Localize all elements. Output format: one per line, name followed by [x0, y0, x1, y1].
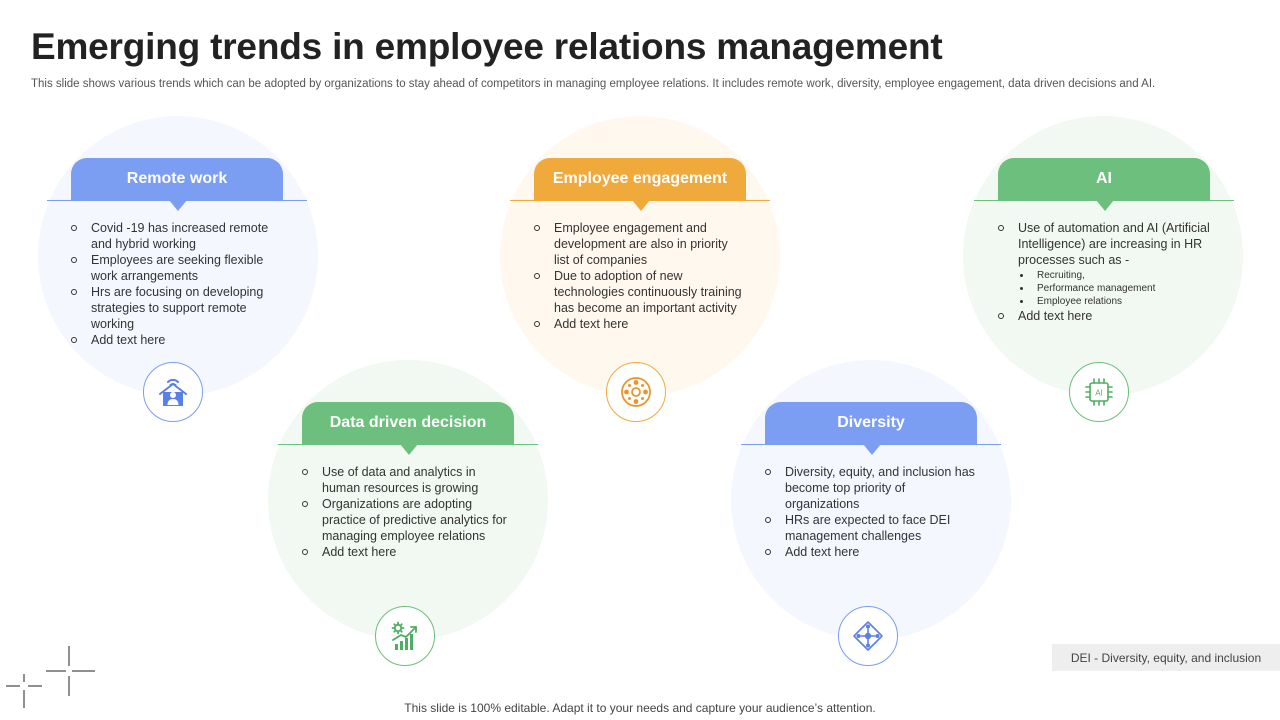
ai-chip-label: AI	[1095, 389, 1103, 398]
list-item: HRs are expected to face DEI management …	[765, 512, 977, 544]
header-divider	[974, 200, 1234, 201]
list-item: Covid -19 has increased remote and hybri…	[71, 220, 283, 252]
list-item: Add text here	[71, 332, 283, 348]
remote-work-bullets: Covid -19 has increased remote and hybri…	[71, 220, 283, 348]
crosshair-marks-icon	[6, 646, 95, 708]
remote-work-title: Remote work	[126, 170, 228, 187]
footer-text: This slide is 100% editable. Adapt it to…	[404, 701, 876, 715]
list-item-text: Use of automation and AI (Artificial Int…	[1018, 221, 1210, 267]
ai-bullets: Use of automation and AI (Artificial Int…	[998, 220, 1210, 324]
list-item: Add text here	[302, 544, 514, 560]
header-divider	[510, 200, 770, 201]
data-driven-decision-bullets: Use of data and analytics in human resou…	[302, 464, 514, 560]
header-divider	[47, 200, 307, 201]
employee-engagement-header: Employee engagement	[534, 158, 746, 211]
header-pointer	[632, 200, 650, 211]
list-item: Use of automation and AI (Artificial Int…	[998, 220, 1210, 308]
dei-definition-note: DEI - Diversity, equity, and inclusion	[1052, 644, 1280, 671]
employee-engagement-bullets: Employee engagement and development are …	[534, 220, 746, 332]
data-driven-decision-title: Data driven decision	[329, 414, 487, 431]
list-item: Employees are seeking flexible work arra…	[71, 252, 283, 284]
header-pointer	[400, 444, 418, 455]
list-item: Add text here	[765, 544, 977, 560]
list-item: Use of data and analytics in human resou…	[302, 464, 514, 496]
header-pointer	[1096, 200, 1114, 211]
engagement-network-icon	[606, 362, 666, 422]
diversity-people-icon	[838, 606, 898, 666]
ai-chip-icon: AI	[1069, 362, 1129, 422]
list-item: Add text here	[998, 308, 1210, 324]
list-item: Employee engagement and development are …	[534, 220, 746, 268]
data-driven-decision-header: Data driven decision	[302, 402, 514, 455]
ai-header: AI	[998, 158, 1210, 211]
sub-list-item: Employee relations	[1018, 295, 1210, 308]
employee-engagement-title: Employee engagement	[552, 170, 728, 187]
list-item: Due to adoption of new technologies cont…	[534, 268, 746, 316]
header-divider	[278, 444, 538, 445]
page-subtitle: This slide shows various trends which ca…	[31, 78, 1156, 90]
diversity-bullets: Diversity, equity, and inclusion has bec…	[765, 464, 977, 560]
smart-home-person-icon	[143, 362, 203, 422]
list-item: Organizations are adopting practice of p…	[302, 496, 514, 544]
growth-chart-gear-icon	[375, 606, 435, 666]
diversity-header: Diversity	[765, 402, 977, 455]
page-title: Emerging trends in employee relations ma…	[31, 26, 943, 67]
header-divider	[741, 444, 1001, 445]
sub-list-item: Performance management	[1018, 282, 1210, 295]
list-item: Add text here	[534, 316, 746, 332]
ai-title: AI	[1096, 170, 1112, 187]
list-item: Hrs are focusing on developing strategie…	[71, 284, 283, 332]
ai-sub-bullets: Recruiting, Performance management Emplo…	[1018, 269, 1210, 308]
list-item: Diversity, equity, and inclusion has bec…	[765, 464, 977, 512]
header-pointer	[169, 200, 187, 211]
remote-work-header: Remote work	[71, 158, 283, 211]
header-pointer	[863, 444, 881, 455]
sub-list-item: Recruiting,	[1018, 269, 1210, 282]
diversity-title: Diversity	[837, 414, 905, 431]
